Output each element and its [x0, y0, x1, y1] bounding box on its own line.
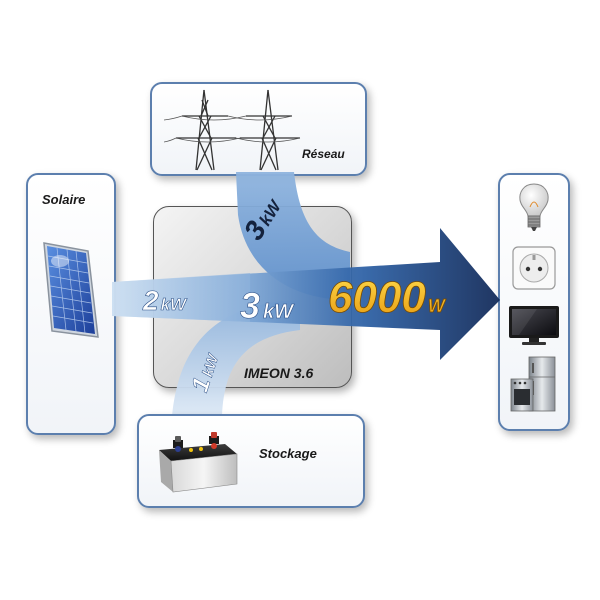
inverter-label: IMEON 3.6 [244, 365, 313, 381]
solar-flow-overlay [112, 273, 250, 322]
solar-flow-value: 2 [142, 285, 159, 316]
wall-socket-icon [512, 246, 556, 290]
storage-flow-label: 1kW [186, 348, 224, 395]
solar-flow-unit: kW [161, 295, 188, 314]
grid-flow-arrow [236, 172, 350, 300]
power-pylon-icon [164, 89, 301, 171]
combined-flow-unit: kW [263, 301, 295, 323]
grid-label: Réseau [302, 147, 345, 161]
loads-card [498, 173, 570, 431]
solar-panel-icon [43, 242, 99, 338]
television-icon [509, 306, 559, 345]
grid-card: Réseau [150, 82, 367, 176]
appliances-icon [510, 356, 556, 412]
grid-flow-unit: kW [255, 196, 286, 229]
grid-flow-label: 3kW [238, 191, 288, 246]
storage-flow-arrow [172, 300, 300, 416]
output-power-value: 6000 [328, 273, 426, 322]
storage-card: Stockage [137, 414, 365, 508]
solar-label: Solaire [42, 192, 86, 207]
storage-flow-unit: kW [199, 351, 223, 379]
combined-flow-value: 3 [240, 285, 260, 326]
light-bulb-icon [519, 183, 549, 231]
main-flow-arrow [112, 228, 500, 360]
output-power-unit: W [428, 296, 447, 316]
storage-label: Stockage [259, 446, 317, 461]
solar-card: Solaire [26, 173, 116, 435]
battery-icon [159, 432, 238, 493]
